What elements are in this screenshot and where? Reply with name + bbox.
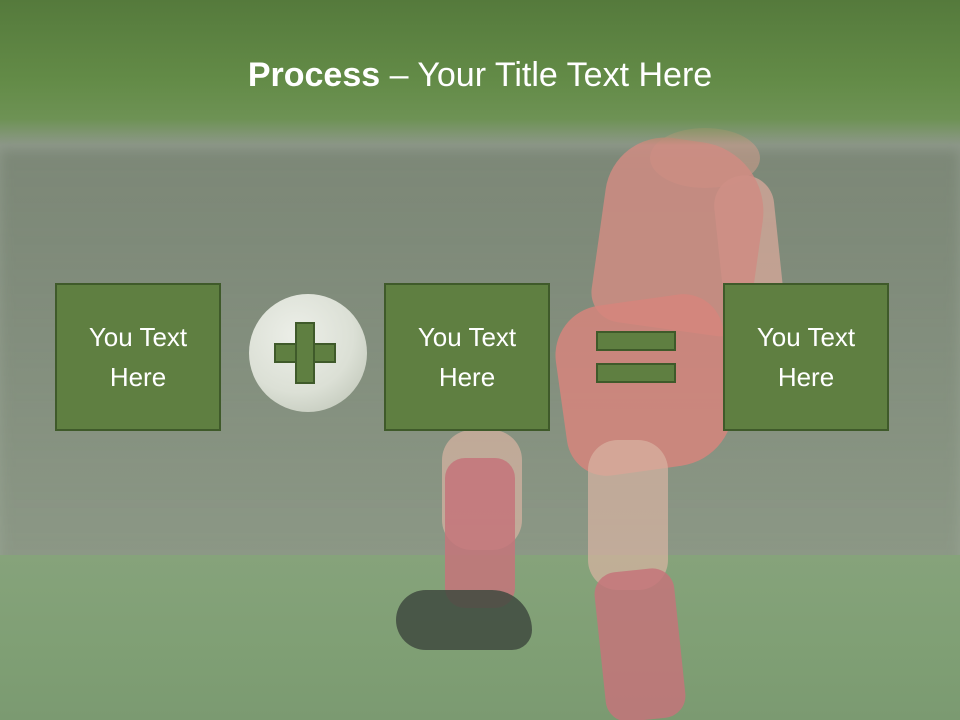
- process-box-1[interactable]: You Text Here: [55, 283, 221, 431]
- slide-title[interactable]: Process – Your Title Text Here: [0, 52, 960, 98]
- process-box-text: You Text Here: [417, 322, 517, 392]
- title-bold-text: Process: [247, 56, 381, 94]
- process-box-3[interactable]: You Text Here: [723, 283, 889, 431]
- player-sock: [592, 566, 688, 720]
- player-leg: [588, 440, 668, 590]
- player-shoe: [396, 590, 532, 650]
- plus-icon: [274, 322, 336, 384]
- equals-bar-bottom: [596, 363, 676, 383]
- process-box-2[interactable]: You Text Here: [384, 283, 550, 431]
- process-box-text: You Text Here: [88, 322, 188, 392]
- plus-center: [297, 345, 313, 361]
- player-sock: [445, 458, 515, 608]
- process-box-text: You Text Here: [756, 322, 856, 392]
- title-rest-text: – Your Title Text Here: [380, 56, 713, 94]
- equals-bar-top: [596, 331, 676, 351]
- equals-icon: [596, 331, 676, 383]
- title-banner: Process – Your Title Text Here: [0, 0, 960, 145]
